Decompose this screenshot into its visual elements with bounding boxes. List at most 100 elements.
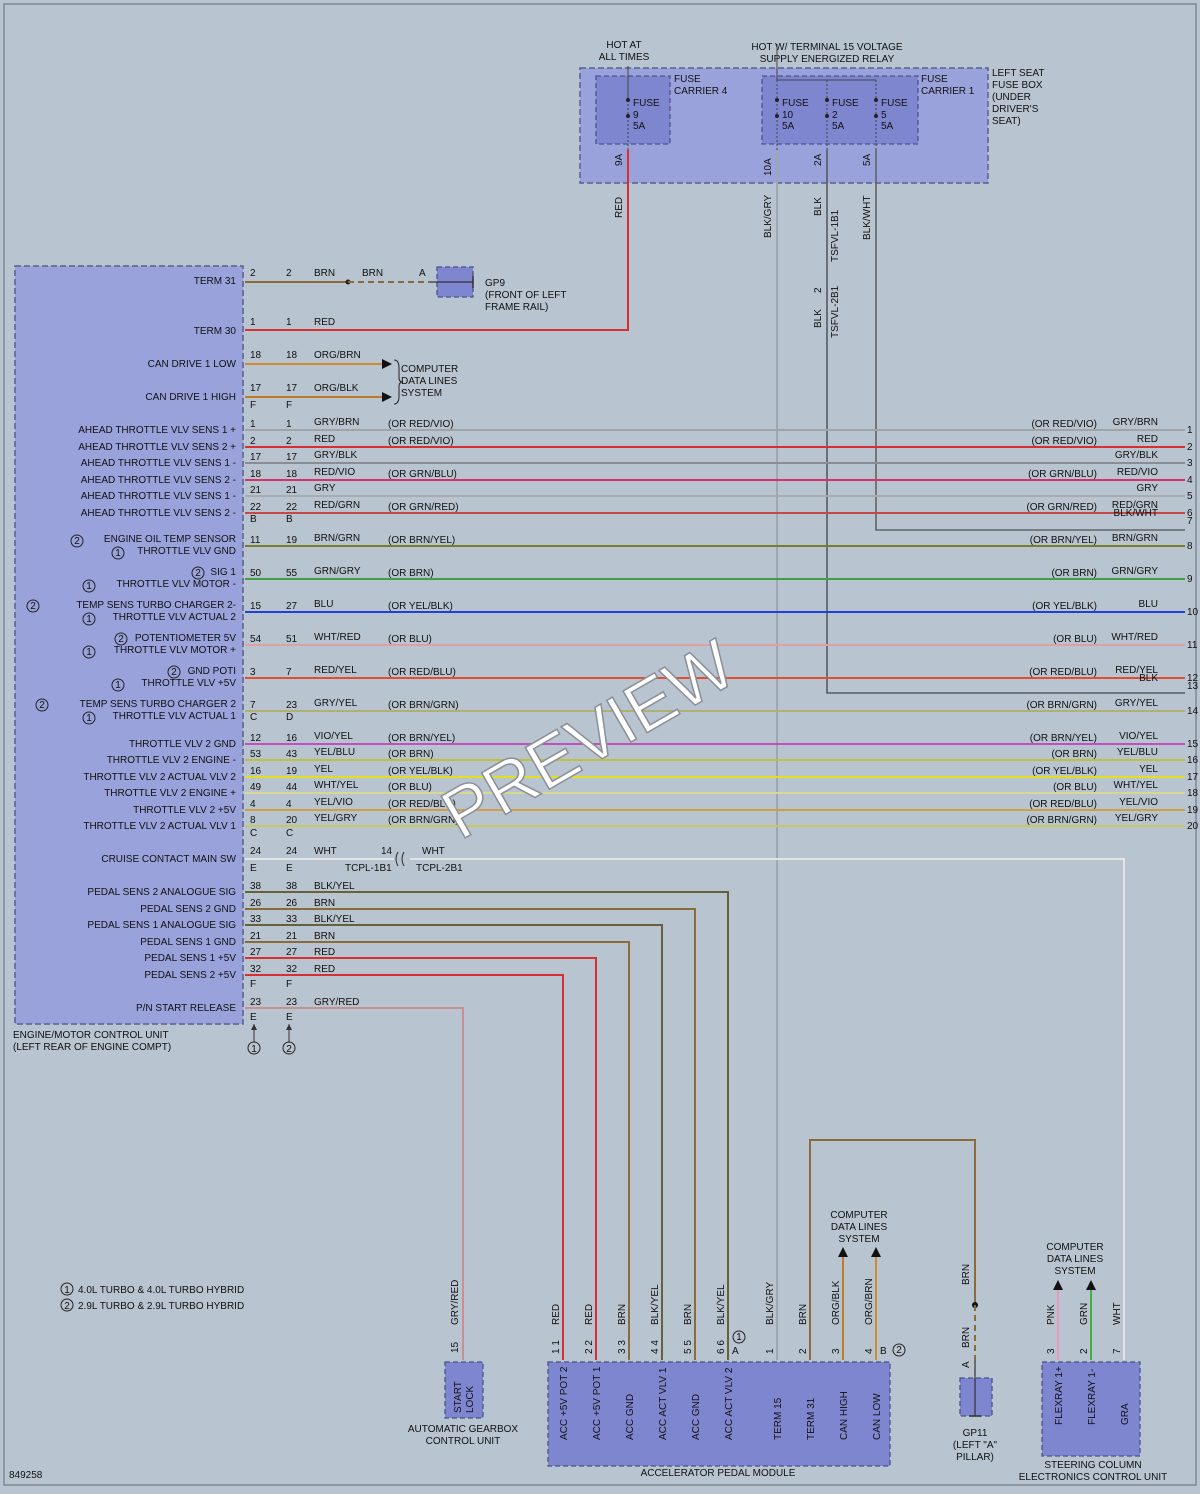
fuse-9-terminal: 9A — [614, 153, 625, 166]
pedal-row-label: PEDAL SENS 1 GND — [140, 937, 236, 948]
variant-marker — [35, 698, 49, 712]
gearbox-pin: 15 — [450, 1341, 461, 1353]
pedal-pin-name: ACC +5V POT 2 — [559, 1366, 570, 1440]
ecu-label-2: (LEFT REAR OF ENGINE COMPT) — [13, 1042, 171, 1053]
variant-marker-num: 2 — [195, 568, 201, 579]
bus-row-number: 15 — [1187, 739, 1199, 750]
pedal-pin-wire: BRN — [683, 1304, 694, 1325]
bus-pin-a: 4 — [250, 799, 256, 810]
variant-marker-num: 2 — [39, 700, 45, 711]
gp11-label-3: PILLAR) — [956, 1452, 994, 1463]
gp11-pin: A — [961, 1361, 972, 1368]
pedal-row-wire: BRN — [314, 898, 335, 909]
bus-wire-alt: (OR BRN/GRN) — [388, 700, 459, 711]
bus-right-alt: (OR BRN) — [1051, 749, 1097, 760]
pedal-pin-name: CAN LOW — [872, 1393, 883, 1440]
pedal-row-pin-b: 38 — [286, 881, 298, 892]
bus-wire-color: GRY/BRN — [314, 417, 359, 428]
variant-marker-num: 1 — [115, 548, 121, 559]
gp9-pin: A — [419, 268, 426, 279]
bus-right-wire: YEL — [1139, 764, 1158, 775]
bus-wire-alt: (OR RED/VIO) — [388, 436, 454, 447]
fuse-10-terminal: 10A — [763, 158, 774, 176]
bus-right-wire: VIO/YEL — [1119, 731, 1158, 742]
bus-row-number: 9 — [1187, 574, 1193, 585]
bus-left-label: THROTTLE VLV 2 GND — [129, 739, 236, 750]
fuse-2-wire-label: BLK — [813, 197, 824, 216]
gp11-label-2: (LEFT "A" — [953, 1440, 998, 1451]
can-bottom-arrow — [871, 1247, 881, 1257]
fuse-10-num: 10 — [782, 110, 794, 121]
bus-wire-color: YEL/BLU — [314, 747, 355, 758]
fuse-9-num: 9 — [633, 110, 639, 121]
pedal-pin-name: TERM 15 — [773, 1397, 784, 1440]
variant-marker — [70, 534, 84, 548]
pedal-row-wire: BLK/YEL — [314, 881, 355, 892]
fuse-9-name: FUSE — [633, 98, 660, 109]
pedal-row-label: PEDAL SENS 1 ANALOGUE SIG — [87, 920, 236, 931]
carrier1-label-2: CARRIER 1 — [921, 86, 975, 97]
variant-marker-num: 1 — [115, 680, 121, 691]
pedal-pin-num: 5 5 — [683, 1340, 694, 1354]
pedal-pin-name: ACC ACT VLV 1 — [658, 1367, 669, 1440]
conn-e-a: E — [250, 863, 257, 874]
bus-row-10: TEMP SENS TURBO CHARGER 2-THROTTLE VLV A… — [76, 599, 1198, 623]
bus-pin-b: 18 — [286, 469, 298, 480]
term30-b: 1 — [286, 317, 292, 328]
can-low-b: 18 — [286, 350, 298, 361]
steering-pin-wire: GRN — [1079, 1303, 1090, 1325]
pedal-row-label: PEDAL SENS 2 +5V — [144, 970, 236, 981]
hot-terminal15-2: SUPPLY ENERGIZED RELAY — [760, 54, 895, 65]
bus-row-number: 5 — [1187, 491, 1193, 502]
bus-right-wire: YEL/GRY — [1115, 813, 1158, 824]
pedal-row-pin-b: 23 — [286, 997, 298, 1008]
bus-wire-color: RED/GRN — [314, 500, 360, 511]
pedal-pin-name: ACC GND — [691, 1394, 702, 1440]
pedal-row-pin-b: 33 — [286, 914, 298, 925]
bus-left-label-1: TEMP SENS TURBO CHARGER 2- — [76, 600, 236, 611]
conn-e2-b: E — [286, 1012, 293, 1023]
bus-wire-color: GRY/YEL — [314, 698, 358, 709]
pedal-pin-wire: BLK/YEL — [716, 1284, 727, 1325]
tsfvl-pin: 2 — [813, 287, 824, 293]
variant-marker — [82, 645, 96, 659]
pedal-pin-wire: BLK/YEL — [650, 1284, 661, 1325]
bus-right-wire: YEL/BLU — [1117, 747, 1158, 758]
fuse-9: FUSE 9 5A 9A — [614, 66, 660, 166]
conn-f2-a: F — [250, 979, 256, 990]
pedal-row-route — [245, 974, 564, 1360]
bus-wire-alt: (OR BLU) — [388, 782, 432, 793]
term30-a: 1 — [250, 317, 256, 328]
term31-b: 2 — [286, 268, 292, 279]
bus-left-label-1: SIG 1 — [210, 567, 236, 578]
bus-pin-b: 44 — [286, 782, 298, 793]
carrier4-label-1: FUSE — [674, 74, 701, 85]
variant-marker-num: 2 — [118, 634, 124, 645]
steering-pin-num: 7 — [1112, 1348, 1123, 1354]
pedal-row-route — [245, 908, 696, 1360]
conn-d-b: D — [286, 712, 293, 723]
can-steer-3: SYSTEM — [1054, 1266, 1095, 1277]
pedal-pin-wire: BRN — [798, 1304, 809, 1325]
steering-can-arrow — [1086, 1280, 1096, 1290]
variant-marker — [111, 546, 125, 560]
fuse-5-num: 5 — [881, 110, 887, 121]
bus-pin-a: 49 — [250, 782, 262, 793]
pedal-row-pin-b: 21 — [286, 931, 298, 942]
pedal-row-pin-b: 26 — [286, 898, 298, 909]
conn-e2-a: E — [250, 1012, 257, 1023]
bus-left-label-2: THROTTLE VLV GND — [137, 546, 236, 557]
bus-left-label-1: ENGINE OIL TEMP SENSOR — [104, 534, 236, 545]
pedal-row-pin-b: 32 — [286, 964, 298, 975]
bus-right-wire: GRY/YEL — [1115, 698, 1159, 709]
bus-left-label-2: THROTTLE VLV MOTOR - — [116, 579, 236, 590]
pedal-row-pin-a: 26 — [250, 898, 262, 909]
